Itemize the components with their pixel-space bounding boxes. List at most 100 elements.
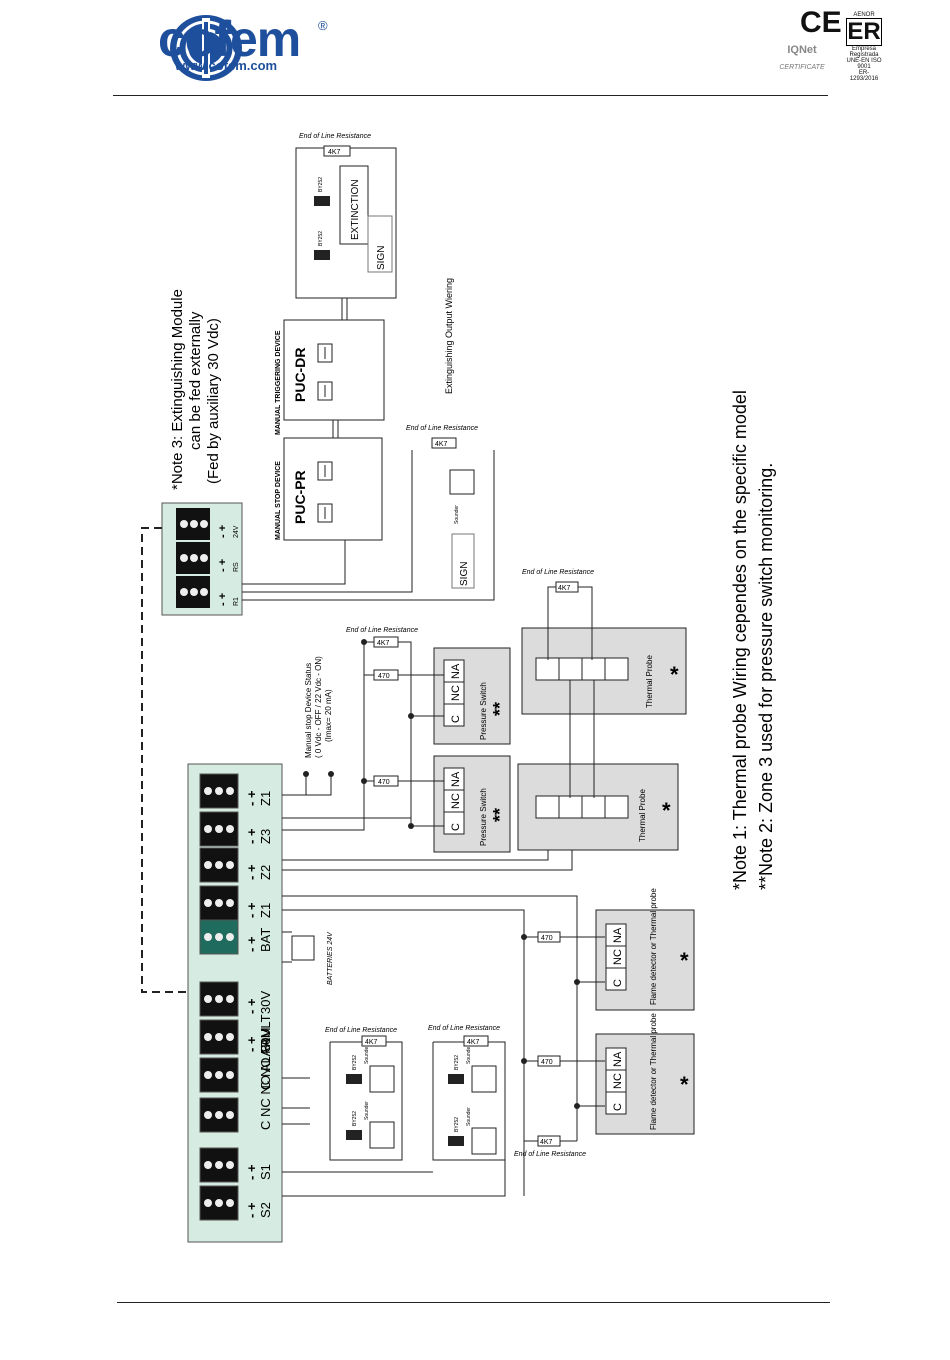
sign-top-label: SIGN xyxy=(376,246,387,270)
terminal-sign-8: - + xyxy=(244,864,259,880)
sign-bottom-label: SIGN xyxy=(459,562,470,586)
note2: **Note 2: Zone 3 used for pressure switc… xyxy=(756,463,776,890)
eol-ext-label: End of Line Resistance xyxy=(299,133,371,140)
header-rule xyxy=(113,95,828,96)
terminal-sign-7: - + xyxy=(244,902,259,918)
r4k7-tp: 4K7 xyxy=(558,585,571,592)
note3-line2: can be fed externally xyxy=(187,311,204,450)
note3-line1: *Note 3: Extinguishing Module xyxy=(169,289,186,490)
terminal-label-0: S2 xyxy=(258,1202,273,1218)
thermal-star-1: * xyxy=(662,798,671,823)
sounder-diode-3: BY252 xyxy=(454,1117,460,1132)
terminal-label-9: Z3 xyxy=(258,829,273,844)
brand-url: www.cofem.com xyxy=(175,58,278,73)
terminal-label-4: 30V xyxy=(258,1029,273,1052)
terminal-sign-0: - + xyxy=(244,1202,259,1218)
sounder-label-2: Sounder xyxy=(466,1045,472,1064)
puc-dr-label: PUC-DR xyxy=(292,348,308,402)
flame-detector-2-label: Flame detector or Thermal probe xyxy=(649,1013,658,1130)
ext-terminal-label-2: 24V xyxy=(233,525,240,538)
ext-terminal-sign-0: - + xyxy=(217,593,229,606)
manual-status-line3: (Imax= 20 mA) xyxy=(324,689,333,742)
eol-bottom-label: End of Line Resistance xyxy=(514,1151,586,1158)
extinction-label: EXTINCTION xyxy=(350,179,361,240)
sounder-diode-0: BY252 xyxy=(352,1055,358,1070)
manual-status-line2: ( 0 Vdc - OFF / 22 Vdc - ON) xyxy=(314,656,323,758)
pressure-star-2: ** xyxy=(490,808,510,822)
manual-trigger-device-label: MANUAL TRIGGERING DEVICE xyxy=(275,330,282,435)
sign-box-bottom xyxy=(451,533,475,589)
terminal-sign-6: - + xyxy=(244,936,259,952)
pressure-star-1: ** xyxy=(490,702,510,716)
flame-star-2: * xyxy=(680,1072,689,1097)
battery-symbol xyxy=(291,935,315,961)
thermal-probe-1-label: Thermal Probe xyxy=(638,789,647,842)
ext-terminal-1: RS- + xyxy=(176,542,240,574)
terminal-label-10: Z1 xyxy=(258,791,273,806)
terminal-label-6: BAT xyxy=(258,928,273,952)
terminal-sign-9: - + xyxy=(244,828,259,844)
sounder-label-0: Sounder xyxy=(364,1045,370,1064)
r4k7-flame: 4K7 xyxy=(540,1139,553,1146)
manual-status-line1: Manual stop Device Status xyxy=(304,663,313,758)
r4k7-ps: 4K7 xyxy=(377,640,390,647)
sounder-label-1: Sounder xyxy=(364,1101,370,1120)
note1: *Note 1: Thermal probe Wiring cependes o… xyxy=(730,390,750,890)
terminal-sign-1: - + xyxy=(244,1164,259,1180)
terminal-3: C NO FAULT xyxy=(199,1014,273,1093)
r4k7-ext: 4K7 xyxy=(328,149,341,156)
puc-pr-box xyxy=(283,437,383,541)
puc-pr-label: PUC-PR xyxy=(292,470,308,524)
flame-star-1: * xyxy=(680,948,689,973)
iqnet-logo: IQNet CERTIFICATE xyxy=(766,44,838,80)
terminal-sign-5: - + xyxy=(244,998,259,1014)
sign-box-top xyxy=(367,215,393,273)
flame2-cnc-1: NC xyxy=(612,1073,624,1089)
ext-terminal-sign-2: - + xyxy=(217,525,229,538)
sounder-rs xyxy=(449,469,475,495)
terminal-label-5: 30V xyxy=(258,991,273,1014)
eol-ps-label: End of Line Resistance xyxy=(346,627,418,634)
ext-terminal-0: R1 - + xyxy=(176,576,240,608)
batteries-label: BATTERIES 24V xyxy=(327,931,334,985)
iqnet-label: IQNet xyxy=(787,44,817,56)
ext-terminal-sign-1: - + xyxy=(217,559,229,572)
aenor-code1: UNE-EN ISO 9001 xyxy=(846,58,882,70)
terminal-8: Z2- + xyxy=(199,847,273,883)
sounder-1: BY252 Sounder xyxy=(346,1101,395,1149)
terminal-5: 30V- + xyxy=(199,981,273,1017)
thermal-star-2: * xyxy=(670,662,679,687)
r470-ps-2: 470 xyxy=(378,779,390,786)
sounder-rs-label: Sounder xyxy=(454,505,460,524)
aenor-label: AENOR xyxy=(853,12,875,18)
diode-ext-2: BY252 xyxy=(318,231,324,246)
aenor-logo: AENOR ER Empresa Registrada UNE-EN ISO 9… xyxy=(846,12,882,82)
r4k7-s2: 4K7 xyxy=(467,1039,480,1046)
terminal-2: C NC NO ALARM xyxy=(199,1027,273,1133)
terminal-sign-10: - + xyxy=(244,790,259,806)
footer-rule xyxy=(117,1302,830,1303)
terminal-label-2: C NC NO ALARM xyxy=(258,1027,273,1130)
ext-terminal-label-0: R1 xyxy=(233,597,240,606)
aenor-er: ER xyxy=(846,18,882,46)
iqnet-sub: CERTIFICATE xyxy=(779,64,825,71)
diode-ext-1: BY252 xyxy=(318,177,324,192)
terminal-label-3: C NO FAULT xyxy=(258,1014,273,1090)
r470-ps-1: 470 xyxy=(378,673,390,680)
extinction-box xyxy=(339,165,369,245)
terminal-9: Z3- + xyxy=(199,811,273,847)
ps2-cnc-0: C xyxy=(450,823,462,831)
eol-rs-label: End of Line Resistance xyxy=(406,425,478,432)
eol-s2-label: End of Line Resistance xyxy=(428,1025,500,1032)
pressure-switch-2-label: Pressure Switch xyxy=(479,788,488,846)
ps2-cnc-2: NA xyxy=(450,771,462,787)
eol-s1-label: End of Line Resistance xyxy=(325,1027,397,1034)
terminal-7: Z1- + xyxy=(199,885,273,921)
terminal-label-1: S1 xyxy=(258,1164,273,1180)
sounder-diode-1: BY252 xyxy=(352,1111,358,1126)
flame2-cnc-0: C xyxy=(612,1103,624,1111)
r470-flame-1: 470 xyxy=(541,935,553,942)
aenor-sub2: Registrada xyxy=(849,52,879,58)
